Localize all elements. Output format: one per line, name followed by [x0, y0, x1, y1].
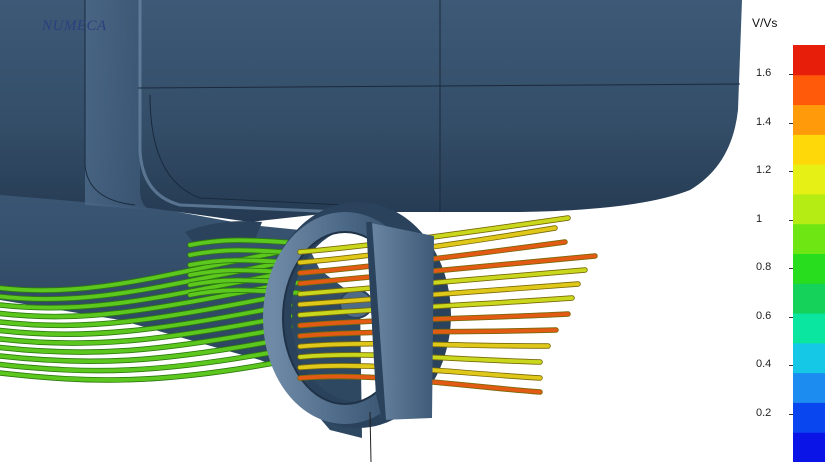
colorbar-tick-mark: [789, 316, 793, 318]
streamline-tube: [0, 314, 292, 346]
colorbar-band: [793, 193, 825, 225]
colorbar-band: [793, 432, 825, 462]
colorbar-tick-label: 0.2: [756, 406, 772, 419]
colorbar-tick-mark: [789, 365, 793, 367]
rudder-leading-edge: [366, 222, 386, 420]
colorbar-tick-label: 1.2: [756, 164, 772, 177]
colorbar-band: [793, 45, 825, 76]
streamline-tube: [0, 336, 292, 364]
shaft-bracket: [185, 221, 262, 245]
colorbar-band: [793, 74, 825, 106]
numeca-watermark: NUMECA: [42, 18, 107, 34]
colorbar-tick-label: 1.6: [756, 67, 772, 80]
hull-waterline-seam: [137, 83, 741, 89]
colorbar-tick-mark: [789, 219, 793, 221]
colorbar-band: [793, 253, 825, 284]
streamline-tube: [0, 358, 292, 382]
hull-main-body: [0, 0, 742, 222]
streamline-tube: [0, 347, 292, 373]
rudder-blade: [366, 222, 434, 420]
colorbar-title: V/Vs: [752, 16, 778, 30]
colorbar-band: [793, 313, 825, 344]
colorbar-tick-label: 1.4: [756, 115, 772, 128]
colorbar-band: [793, 342, 825, 374]
colorbar-band: [793, 402, 825, 433]
colorbar-tick-label: 0.8: [756, 261, 772, 274]
colorbar-band: [793, 283, 825, 314]
colorbar-tick-mark: [789, 122, 793, 124]
hull-chine-line: [84, 0, 136, 206]
rudder-stock-line: [369, 411, 372, 463]
streamline-tube: [0, 292, 292, 328]
colorbar-tick-mark: [789, 74, 793, 76]
colorbar-tick-label: 1: [756, 212, 763, 225]
colorbar-tick-mark: [789, 413, 793, 415]
colorbar-tick-mark: [789, 268, 793, 270]
hull-bilge-line: [149, 94, 346, 206]
colorbar: [793, 45, 825, 462]
colorbar-tick-label: 0.6: [756, 309, 772, 322]
colorbar-band: [793, 134, 825, 165]
colorbar-tick-label: 0.4: [756, 358, 772, 371]
colorbar-band: [793, 223, 825, 254]
streamline-tube: [0, 325, 292, 355]
streamline-tube: [0, 303, 292, 337]
hull-transom-edge: [138, 0, 341, 214]
colorbar-tick-mark: [789, 171, 793, 173]
colorbar-band: [793, 104, 825, 135]
colorbar-band: [793, 164, 825, 195]
colorbar-band: [793, 372, 825, 403]
hull-side-plate: [85, 0, 150, 210]
streamlines-inflow: [0, 237, 303, 383]
